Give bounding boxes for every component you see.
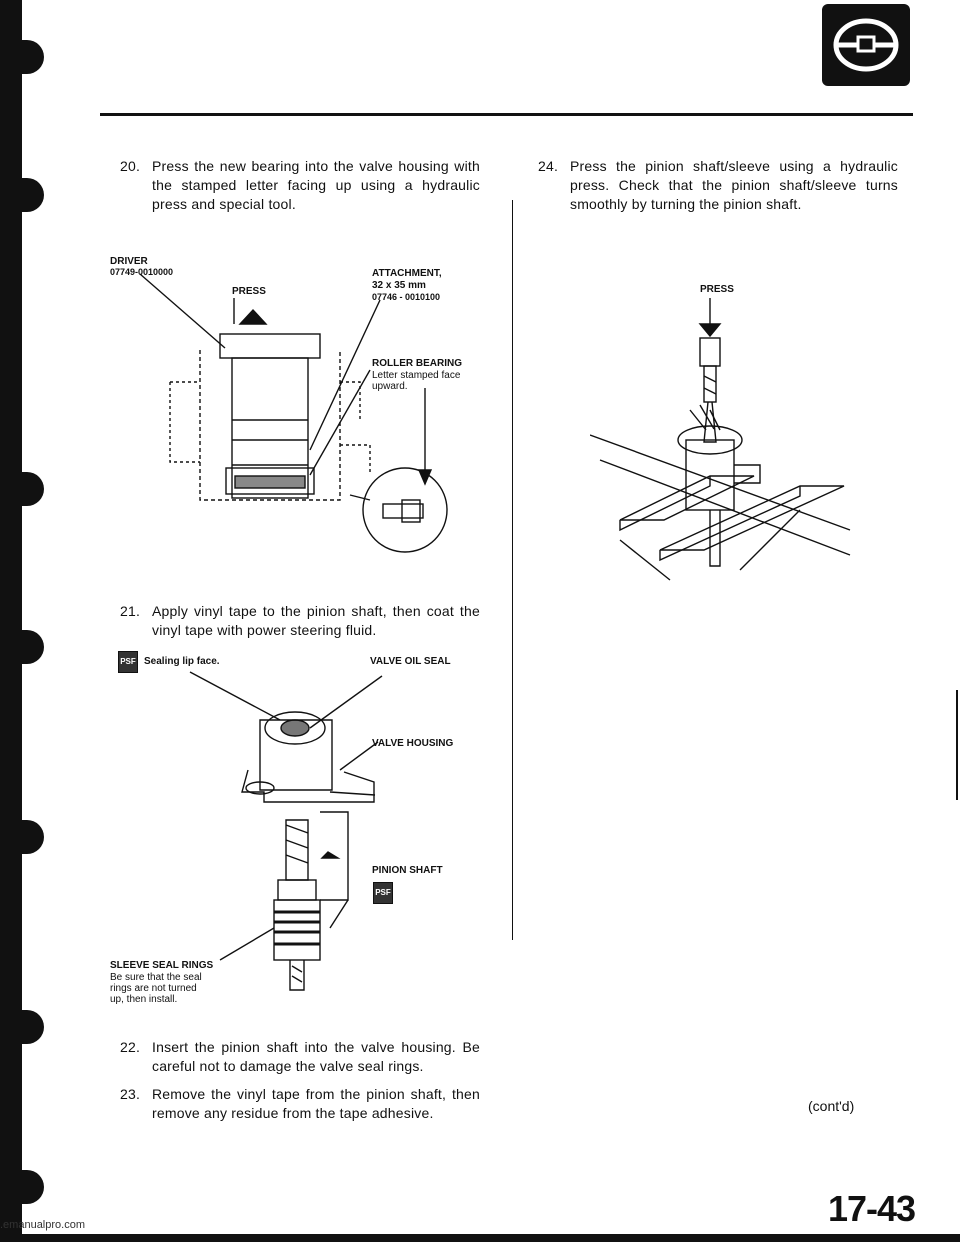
binding-tab <box>18 820 44 854</box>
binding-tab <box>18 1170 44 1204</box>
binding-tab <box>18 472 44 506</box>
press-label: Press <box>232 286 266 297</box>
page-number: 17-43 <box>828 1188 916 1229</box>
pinion-shaft-label: PINION SHAFT <box>372 865 443 876</box>
step-number: 22. <box>120 1039 141 1055</box>
step-text: Press the new bearing into the valve hou… <box>152 158 480 212</box>
column-divider <box>512 200 513 940</box>
pinion-shaft-illustration <box>189 671 383 991</box>
attachment-part-number: 07746 - 0010100 <box>372 292 441 302</box>
binding-tab <box>18 630 44 664</box>
step-number: 23. <box>120 1086 141 1102</box>
sleeve-seal-rings-label: SLEEVE SEAL RINGS <box>110 960 214 971</box>
step-text: Insert the pinion shaft into the valve h… <box>152 1039 480 1074</box>
psf-fluid-icon: PSF <box>118 651 138 673</box>
roller-bearing-label: ROLLER BEARING <box>372 358 462 369</box>
valve-oil-seal-label: VALVE OIL SEAL <box>370 656 451 667</box>
steering-wheel-icon <box>822 4 910 86</box>
margin-mark <box>956 690 958 800</box>
step-number: 20. <box>120 158 141 174</box>
bearing-press-illustration <box>140 273 448 553</box>
roller-bearing-note: Letter stamped face upward. <box>372 370 461 392</box>
hydraulic-press-illustration <box>590 298 851 581</box>
binding-tab <box>18 1010 44 1044</box>
bottom-bar <box>0 1234 960 1242</box>
attachment-label: ATTACHMENT, <box>372 268 442 279</box>
step-text: Apply vinyl tape to the pinion shaft, th… <box>152 603 480 638</box>
step-text: Remove the vinyl tape from the pinion sh… <box>152 1086 480 1121</box>
sleeve-seal-note: Be sure that the seal rings are not turn… <box>110 972 202 1005</box>
step-number: 24. <box>538 158 559 174</box>
continued-note: (cont'd) <box>808 1098 855 1114</box>
source-url[interactable]: .emanualpro.com <box>0 1219 85 1231</box>
driver-part-number: 07749-0010000 <box>110 267 174 277</box>
binding-tab <box>18 40 44 74</box>
attachment-size: 32 x 35 mm <box>372 280 426 291</box>
press-label: Press <box>700 284 734 295</box>
binding-tab <box>18 178 44 212</box>
header-rule <box>100 113 913 116</box>
sealing-lip-label: Sealing lip face. <box>144 656 220 667</box>
psf-fluid-icon: PSF <box>373 882 393 904</box>
driver-label: DRIVER <box>110 256 148 267</box>
step-number: 21. <box>120 603 141 619</box>
binding-bar <box>0 0 22 1242</box>
valve-housing-label: VALVE HOUSING <box>372 738 454 749</box>
step-text: Press the pinion shaft/sleeve using a hy… <box>570 158 898 212</box>
